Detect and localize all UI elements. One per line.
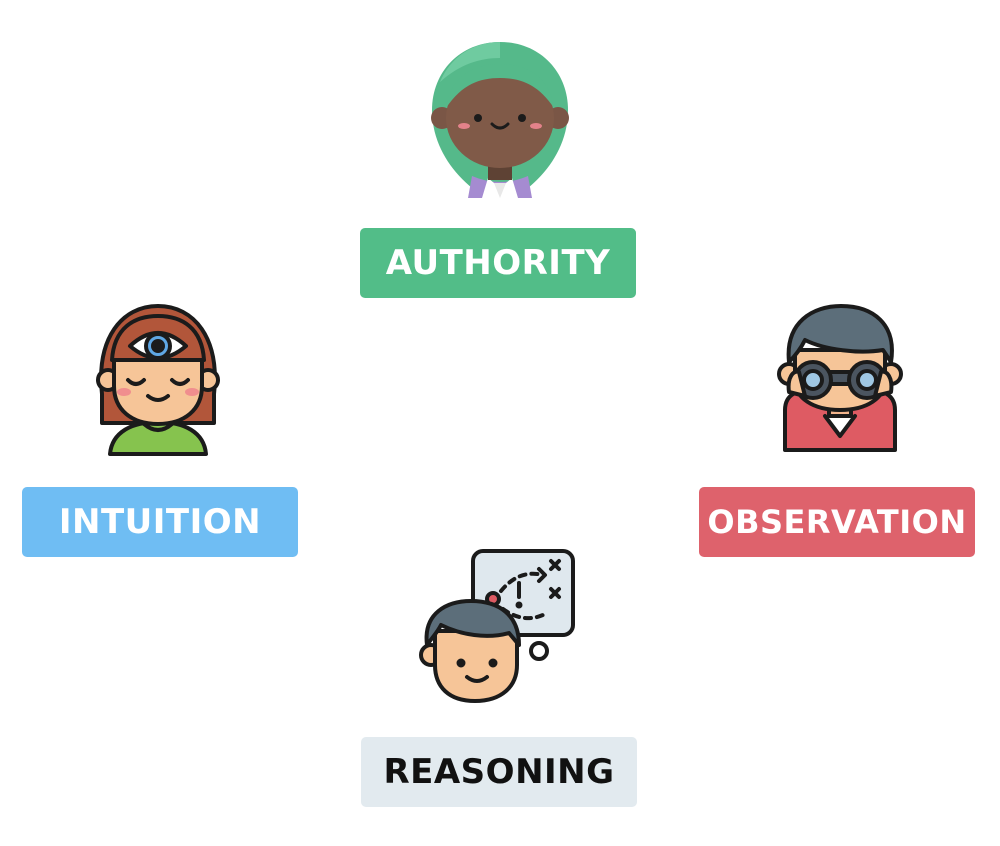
authority-label: AUTHORITY	[360, 228, 636, 298]
observation-label: OBSERVATION	[699, 487, 975, 557]
strategy-thinking-avatar-icon	[419, 549, 575, 703]
binoculars-avatar-icon	[777, 304, 903, 452]
intuition-label: INTUITION	[22, 487, 298, 557]
reasoning-label: REASONING	[361, 737, 637, 807]
woman-avatar-icon	[431, 42, 569, 198]
third-eye-avatar-icon	[96, 304, 220, 456]
